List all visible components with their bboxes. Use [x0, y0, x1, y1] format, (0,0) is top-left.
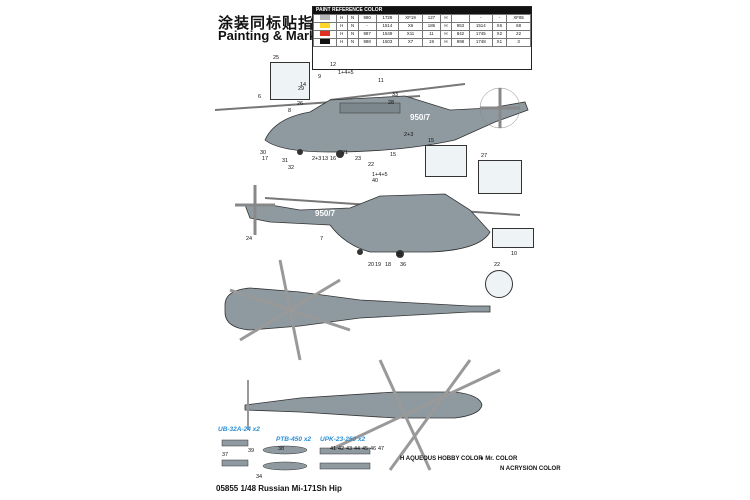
- inset-hatch-label: 10: [511, 251, 518, 257]
- inset-circle: 22: [485, 262, 513, 298]
- side-view-second: 950/7: [235, 185, 521, 258]
- callout-number: 32: [288, 165, 295, 171]
- paint-cell: 1503: [375, 38, 400, 47]
- paint-cell: 19: [421, 38, 442, 47]
- weapons: [221, 439, 371, 471]
- callout-number: 42: [338, 446, 345, 452]
- callout-number: 11: [378, 78, 384, 84]
- bottom-view: [244, 359, 501, 471]
- label-upk-23: UPK-23-250 x2: [320, 436, 366, 443]
- callout-number: 18: [385, 262, 392, 268]
- callout-number: 9: [318, 74, 322, 80]
- inset-right-mid: 15: [425, 138, 467, 177]
- top-view: [224, 259, 491, 361]
- callout-number: 22: [368, 162, 375, 168]
- callout-number: 2+3: [404, 132, 414, 138]
- inset-top-left-label: 25: [273, 55, 280, 61]
- callout-number: 21: [342, 150, 349, 156]
- callout-number: 34: [256, 474, 263, 480]
- paint-swatch: [313, 38, 337, 47]
- callout-number: 44: [354, 446, 361, 452]
- paint-cell: 3: [506, 38, 531, 47]
- inset-right-mid-label: 15: [428, 138, 435, 144]
- callout-number: 17: [262, 156, 269, 162]
- callout-number: 28: [388, 100, 395, 106]
- callout-number: 23: [355, 156, 362, 162]
- paint-reference-title: PAINT REFERENCE COLOR: [313, 7, 531, 14]
- callout-number: 24: [246, 236, 253, 242]
- callout-number: 39: [248, 448, 255, 454]
- callout-number: 14: [300, 82, 307, 88]
- callout-number: 37: [222, 452, 229, 458]
- callout-number: 33: [392, 92, 399, 98]
- callout-number: 1+4+5: [372, 172, 388, 178]
- callout-number: 41: [330, 446, 337, 452]
- callout-number: 35: [396, 252, 403, 258]
- callout-number: 29: [298, 86, 305, 92]
- callout-number: 2+3: [312, 156, 322, 162]
- callout-number: 30: [260, 150, 267, 156]
- side-view-2-serial: 950/7: [315, 209, 336, 218]
- legend-aqueous: H AQUEOUS HOBBY COLOR: [400, 456, 483, 462]
- side-view-top: 950/7: [214, 83, 529, 158]
- label-ptb-450: PTB-450 x2: [276, 436, 312, 443]
- callout-number: 40: [372, 178, 379, 184]
- callout-number: 6: [258, 94, 262, 100]
- callout-number: 47: [378, 446, 385, 452]
- callout-number: 36: [400, 262, 407, 268]
- callout-number: 38: [278, 446, 285, 452]
- callout-number: 15: [390, 152, 397, 158]
- legend-mr-color: ● Mr. COLOR: [480, 456, 518, 462]
- label-ub-32: UB-32A-24 x2: [218, 426, 260, 433]
- callout-number: 16: [330, 156, 337, 162]
- callout-number: 31: [282, 158, 289, 164]
- inset-top-left: 25 26: [270, 55, 310, 107]
- inset-window: 27: [478, 153, 522, 194]
- callout-number: 7: [320, 236, 324, 242]
- callout-number: 43: [346, 446, 353, 452]
- side-view-1-serial: 950/7: [410, 113, 431, 122]
- inset-circle-label: 22: [494, 262, 501, 268]
- callout-number: 45: [362, 446, 369, 452]
- callout-number: 12: [330, 62, 337, 68]
- inset-hatch: 10: [492, 228, 534, 257]
- inset-window-label: 27: [481, 153, 488, 159]
- callout-number: 1+4+5: [338, 70, 354, 76]
- callout-number: 46: [370, 446, 377, 452]
- callout-number: 20: [368, 262, 375, 268]
- product-footer: 05855 1/48 Russian Mi-171Sh Hip: [216, 484, 342, 493]
- callout-number: 13: [322, 156, 329, 162]
- title-chinese: 涂装同标贴指示: [218, 15, 331, 32]
- legend-acrysion: N ACRYSION COLOR: [500, 466, 561, 472]
- callout-number: 8: [288, 108, 292, 114]
- paint-cell: 1748: [469, 38, 493, 47]
- callout-number: 19: [375, 262, 382, 268]
- inset-top-left-label-2: 26: [297, 101, 304, 107]
